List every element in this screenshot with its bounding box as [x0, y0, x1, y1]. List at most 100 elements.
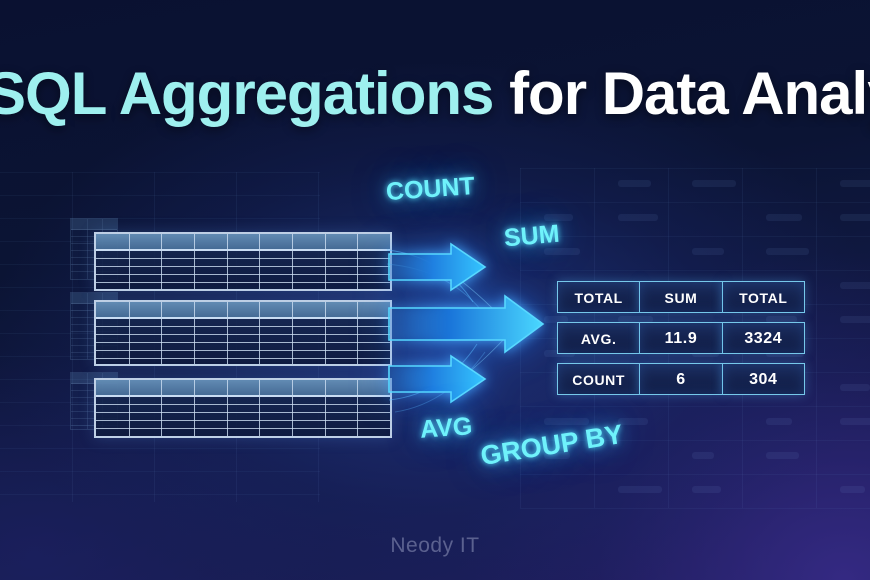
- grid-row-line: [0, 218, 320, 219]
- placeholder-data-chip: [840, 180, 870, 187]
- source-table-column-line: [292, 302, 293, 317]
- source-table-column-line: [194, 380, 195, 395]
- source-table-column-line: [357, 380, 358, 395]
- placeholder-data-chip: [692, 486, 721, 493]
- source-table-column-line: [325, 319, 326, 364]
- placeholder-data-chip: [766, 214, 802, 221]
- grid-row-line: [520, 440, 870, 441]
- source-table-row: [96, 405, 390, 413]
- grid-row-line: [0, 494, 320, 495]
- table-row: COUNT 6 304: [557, 363, 805, 395]
- source-table-column-line: [325, 251, 326, 289]
- placeholder-data-chip: [544, 418, 589, 425]
- table-row: AVG. 11.9 3324: [557, 322, 805, 354]
- placeholder-data-chip: [766, 418, 792, 425]
- result-cell-value: 11.9: [640, 322, 723, 354]
- label-count: COUNT: [385, 171, 476, 207]
- grid-column-line: [72, 172, 73, 502]
- source-table-row: [96, 429, 390, 436]
- page-title: SQL Aggregations for Data Analysis: [0, 58, 870, 130]
- source-table-column-line: [259, 302, 260, 317]
- source-table-row: [96, 413, 390, 421]
- grid-row-line: [520, 236, 870, 237]
- result-table: TOTAL SUM TOTAL AVG. 11.9 3324 COUNT 6 3…: [557, 281, 805, 404]
- placeholder-data-chip: [618, 418, 648, 425]
- source-table-column-line: [161, 234, 162, 249]
- placeholder-data-chip: [840, 214, 870, 221]
- title-rest: for Data Analysis: [509, 60, 870, 127]
- source-table-row: [96, 437, 390, 438]
- label-avg: AVG: [419, 412, 474, 444]
- source-table-column-line: [357, 397, 358, 436]
- watermark: Neody IT: [390, 534, 480, 557]
- grid-row-line: [520, 508, 870, 509]
- source-table-column-line: [259, 319, 260, 364]
- source-table-row: [96, 259, 390, 267]
- source-table-column-line: [227, 234, 228, 249]
- grid-row-line: [0, 195, 320, 196]
- source-table-column-line: [325, 234, 326, 249]
- source-table-column-line: [194, 234, 195, 249]
- source-table-3: [94, 378, 392, 438]
- source-table-column-line: [161, 397, 162, 436]
- grid-row-line: [0, 471, 320, 472]
- mini-table-column-line: [87, 373, 88, 429]
- source-table-column-line: [325, 380, 326, 395]
- placeholder-data-chip: [766, 452, 799, 459]
- source-table-row: [96, 251, 390, 259]
- grid-row-line: [520, 406, 870, 407]
- title-space: [493, 60, 509, 127]
- source-table-row: [96, 397, 390, 405]
- source-table-column-line: [129, 251, 130, 289]
- source-table-row: [96, 283, 390, 289]
- result-cell-value: 6: [640, 363, 723, 395]
- placeholder-data-chip: [618, 180, 651, 187]
- result-cell-label: TOTAL: [557, 281, 641, 313]
- source-table-row: [96, 359, 390, 364]
- source-table-header: [96, 302, 390, 319]
- source-table-column-line: [161, 380, 162, 395]
- source-table-2: [94, 300, 392, 366]
- source-table-header: [96, 234, 390, 251]
- source-table-column-line: [227, 302, 228, 317]
- placeholder-data-chip: [544, 316, 568, 323]
- source-table-column-line: [357, 302, 358, 317]
- source-table-column-line: [194, 302, 195, 317]
- source-table-column-line: [161, 302, 162, 317]
- grid-row-line: [520, 270, 870, 271]
- placeholder-data-chip: [766, 248, 809, 255]
- source-table-column-line: [325, 302, 326, 317]
- grid-row-line: [0, 448, 320, 449]
- source-table-body: [96, 397, 390, 438]
- source-table-column-line: [129, 380, 130, 395]
- source-table-1: [94, 232, 392, 291]
- placeholder-data-chip: [618, 316, 653, 323]
- placeholder-data-chip: [692, 248, 724, 255]
- source-table-column-line: [292, 234, 293, 249]
- source-table-column-line: [129, 397, 130, 436]
- source-table-column-line: [194, 397, 195, 436]
- table-row: TOTAL SUM TOTAL: [557, 281, 805, 313]
- result-cell-value: SUM: [640, 281, 723, 313]
- source-table-row: [96, 351, 390, 359]
- result-cell-total: 3324: [722, 322, 805, 354]
- placeholder-data-chip: [618, 486, 662, 493]
- source-table-column-line: [161, 319, 162, 364]
- placeholder-data-chip: [840, 384, 870, 391]
- result-cell-label: AVG.: [557, 322, 641, 354]
- source-table-row: [96, 275, 390, 283]
- source-table-row: [96, 267, 390, 275]
- grid-column-line: [816, 168, 817, 508]
- source-table-header: [96, 380, 390, 397]
- source-table-column-line: [259, 397, 260, 436]
- placeholder-data-chip: [692, 452, 714, 459]
- source-table-column-line: [227, 251, 228, 289]
- placeholder-data-chip: [618, 214, 658, 221]
- source-table-row: [96, 421, 390, 429]
- placeholder-data-chip: [840, 418, 870, 425]
- source-table-column-line: [259, 251, 260, 289]
- placeholder-data-chip: [840, 486, 865, 493]
- mini-table-column-line: [87, 219, 88, 279]
- source-table-column-line: [292, 319, 293, 364]
